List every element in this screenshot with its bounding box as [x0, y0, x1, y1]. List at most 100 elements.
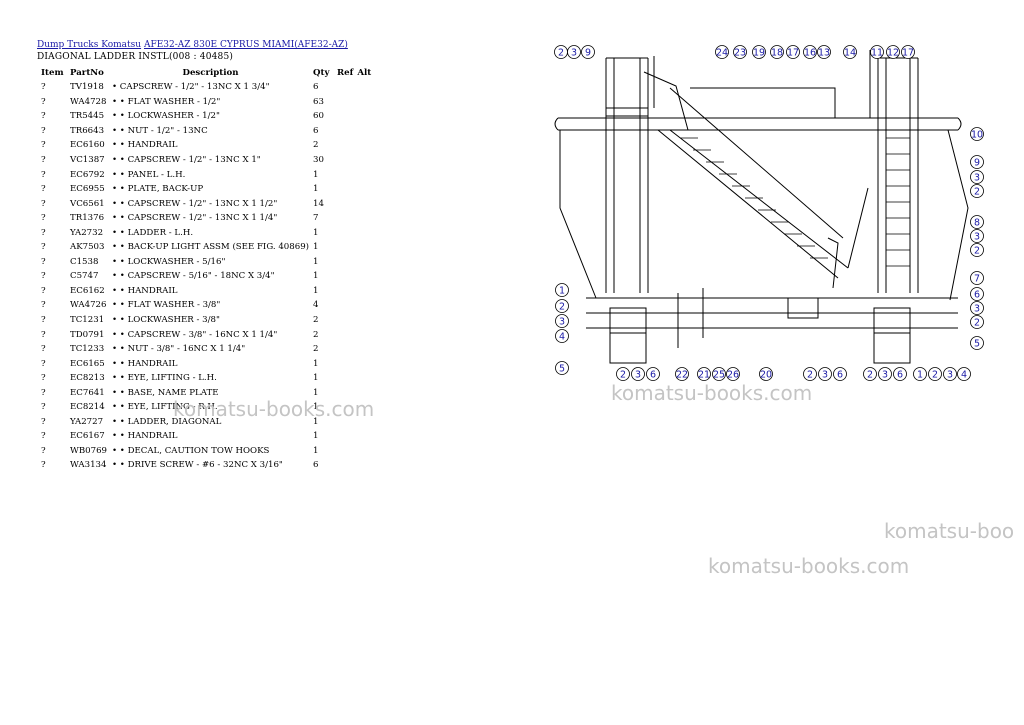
row-description: • • DRIVE SCREW - #6 - 32NC X 3/16"	[112, 460, 283, 471]
row-item: ?	[41, 402, 46, 413]
callout-bottom: 3	[878, 367, 892, 381]
row-item: ?	[41, 416, 46, 427]
row-alt	[355, 429, 373, 444]
row-alt	[355, 444, 373, 459]
row-ref	[335, 444, 355, 459]
row-item: ?	[41, 271, 46, 282]
row-item: ?	[41, 96, 46, 107]
row-alt	[355, 124, 373, 139]
row-qty: 1	[313, 387, 319, 398]
callout-right: 3	[970, 229, 984, 243]
watermark: komatsu-books.com	[708, 554, 910, 578]
row-qty: 1	[313, 227, 319, 238]
row-alt	[355, 298, 373, 313]
row-alt	[355, 182, 373, 197]
callout-bottom: 2	[863, 367, 877, 381]
row-description: • • NUT - 3/8" - 16NC X 1 1/4"	[112, 344, 246, 355]
svg-text:2: 2	[558, 47, 564, 58]
callout-top: 2	[554, 45, 568, 59]
table-header-row: Item PartNo Description Qty Ref Alt	[37, 66, 373, 80]
breadcrumb-link-model[interactable]: AFE32-AZ 830E CYPRUS MIAMI(AFE32-AZ)	[143, 40, 348, 50]
callout-right: 2	[970, 315, 984, 329]
svg-text:6: 6	[650, 369, 656, 380]
row-description: • • LADDER - L.H.	[112, 227, 194, 238]
row-description: • • NUT - 1/2" - 13NC	[112, 125, 208, 136]
row-partno: TC1231	[70, 315, 105, 326]
table-row: ?VC1387• • CAPSCREW - 1/2" - 13NC X 1"30	[37, 153, 373, 168]
callout-bottom: 2	[803, 367, 817, 381]
row-alt	[355, 342, 373, 357]
row-qty: 14	[313, 198, 324, 209]
callout-top: 18	[770, 45, 784, 59]
header-description: Description	[182, 68, 239, 78]
svg-text:13: 13	[818, 47, 830, 58]
row-item: ?	[41, 198, 46, 209]
svg-text:3: 3	[974, 231, 980, 242]
row-qty: 1	[313, 169, 319, 180]
row-qty: 4	[313, 300, 319, 311]
row-description: • • BASE, NAME PLATE	[112, 387, 219, 398]
row-partno: EC6165	[70, 358, 105, 369]
row-alt	[355, 313, 373, 328]
row-ref	[335, 385, 355, 400]
svg-text:8: 8	[974, 217, 980, 228]
callout-left: 2	[555, 299, 569, 313]
row-partno: TD0791	[70, 329, 105, 340]
row-partno: EC6162	[70, 285, 105, 296]
header-ref: Ref	[337, 68, 354, 78]
callout-top: 12	[886, 45, 900, 59]
svg-text:6: 6	[974, 289, 980, 300]
row-qty: 6	[313, 82, 319, 93]
row-alt	[355, 371, 373, 386]
svg-text:26: 26	[727, 369, 739, 380]
row-item: ?	[41, 445, 46, 456]
callout-bottom: 2	[616, 367, 630, 381]
svg-text:2: 2	[974, 245, 980, 256]
callout-bottom: 1	[913, 367, 927, 381]
row-alt	[355, 356, 373, 371]
ladder-drawing	[554, 50, 969, 364]
callout-right: 8	[970, 215, 984, 229]
row-alt	[355, 415, 373, 430]
row-item: ?	[41, 387, 46, 398]
row-qty: 1	[313, 416, 319, 427]
row-ref	[335, 342, 355, 357]
table-row: ?AK7503• • BACK-UP LIGHT ASSM (SEE FIG. …	[37, 240, 373, 255]
page-subtitle: DIAGONAL LADDER INSTL(008 : 40485)	[37, 52, 234, 62]
row-alt	[355, 327, 373, 342]
row-ref	[335, 182, 355, 197]
row-description: • • CAPSCREW - 3/8" - 16NC X 1 1/4"	[112, 329, 278, 340]
table-row: ?VC6561• • CAPSCREW - 1/2" - 13NC X 1 1/…	[37, 196, 373, 211]
svg-text:5: 5	[559, 363, 565, 374]
row-description: • • DECAL, CAUTION TOW HOOKS	[112, 445, 270, 456]
row-alt	[355, 211, 373, 226]
callout-right: 9	[970, 155, 984, 169]
callout-right: 3	[970, 301, 984, 315]
row-qty: 1	[313, 285, 319, 296]
callout-bottom: 20	[759, 367, 773, 381]
watermark: komatsu-boo	[884, 519, 1015, 543]
row-qty: 6	[313, 460, 319, 471]
row-ref	[335, 298, 355, 313]
row-description: • • LOCKWASHER - 5/16"	[112, 256, 226, 267]
svg-text:2: 2	[932, 369, 938, 380]
row-item: ?	[41, 285, 46, 296]
table-row: ?EC8213• • EYE, LIFTING - L.H.1	[37, 371, 373, 386]
row-qty: 30	[313, 155, 324, 165]
row-alt	[355, 400, 373, 415]
row-description: • CAPSCREW - 1/2" - 13NC X 1 3/4"	[112, 82, 270, 93]
row-description: • • HANDRAIL	[112, 431, 178, 442]
table-row: ?EC8214• • EYE, LIFTING - R.H.1	[37, 400, 373, 415]
breadcrumb-link-dump-trucks[interactable]: Dump Trucks Komatsu	[37, 40, 142, 50]
callout-right: 10	[970, 127, 984, 141]
svg-text:4: 4	[961, 369, 967, 380]
row-item: ?	[41, 329, 46, 340]
svg-text:21: 21	[698, 369, 710, 380]
callout-bottom: 3	[943, 367, 957, 381]
svg-text:2: 2	[974, 186, 980, 197]
callout-top: 23	[733, 45, 747, 59]
row-ref	[335, 284, 355, 299]
